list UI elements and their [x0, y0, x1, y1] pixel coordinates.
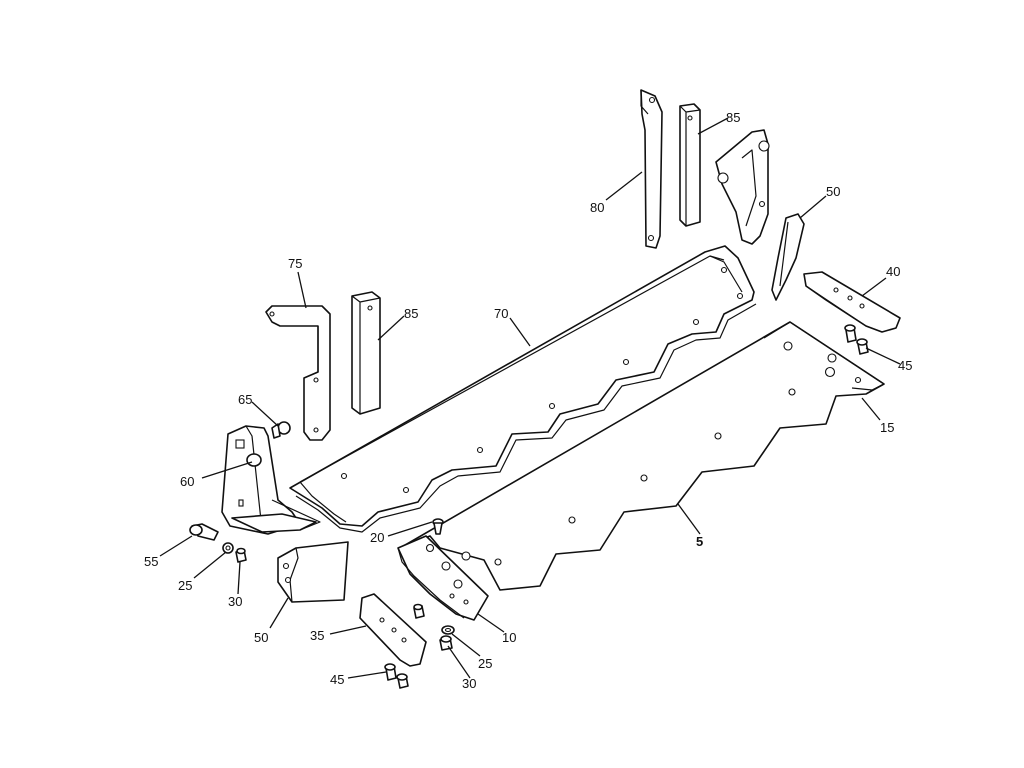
leader-lines [159, 117, 901, 679]
callout-85-lower: 85 [404, 306, 418, 321]
callout-30-lower: 30 [462, 676, 476, 691]
callout-25-lower: 25 [478, 656, 492, 671]
callout-50-upper: 50 [826, 184, 840, 199]
callout-20: 20 [370, 530, 384, 545]
callout-65: 65 [238, 392, 252, 407]
part-5-main-plate [399, 321, 885, 591]
part-45-lower-bolts [384, 663, 409, 689]
part-50-lower-skid [277, 541, 349, 603]
part-25-30-lower-fasteners [413, 603, 455, 651]
part-80-bracket [640, 89, 663, 249]
callout-30-left: 30 [228, 594, 242, 609]
part-85-upper-tube [679, 103, 701, 227]
part-60-left-hitch-plate [221, 425, 321, 535]
part-50-upper-skid [771, 213, 805, 301]
part-10-end-plate [397, 535, 489, 621]
callout-15: 15 [880, 420, 894, 435]
callout-50-lower: 50 [254, 630, 268, 645]
callout-35: 35 [310, 628, 324, 643]
callout-10: 10 [502, 630, 516, 645]
callout-70: 70 [494, 306, 508, 321]
upper-hitch-plate [715, 129, 770, 245]
part-70-main-beam [289, 245, 757, 533]
callout-40: 40 [886, 264, 900, 279]
callout-85-upper: 85 [726, 110, 740, 125]
part-40-wear-strip [803, 271, 901, 333]
part-20-screw [432, 518, 444, 535]
part-25-30-left-fasteners [222, 542, 247, 563]
callout-55: 55 [144, 554, 158, 569]
callout-80: 80 [590, 200, 604, 215]
callout-5: 5 [696, 534, 703, 549]
part-65-bolt [271, 421, 291, 439]
callout-75: 75 [288, 256, 302, 271]
callout-45-lower: 45 [330, 672, 344, 687]
part-35-wear-strip [359, 593, 427, 667]
part-85-lower-tube [351, 291, 381, 415]
part-55-bolt [189, 523, 219, 541]
part-75-bracket [265, 305, 331, 441]
part-45-upper-bolts [844, 324, 869, 355]
callout-labels: 80 85 50 40 45 15 75 85 70 65 60 55 25 3… [144, 110, 912, 691]
callout-45-upper: 45 [898, 358, 912, 373]
callout-60: 60 [180, 474, 194, 489]
callout-25-left: 25 [178, 578, 192, 593]
